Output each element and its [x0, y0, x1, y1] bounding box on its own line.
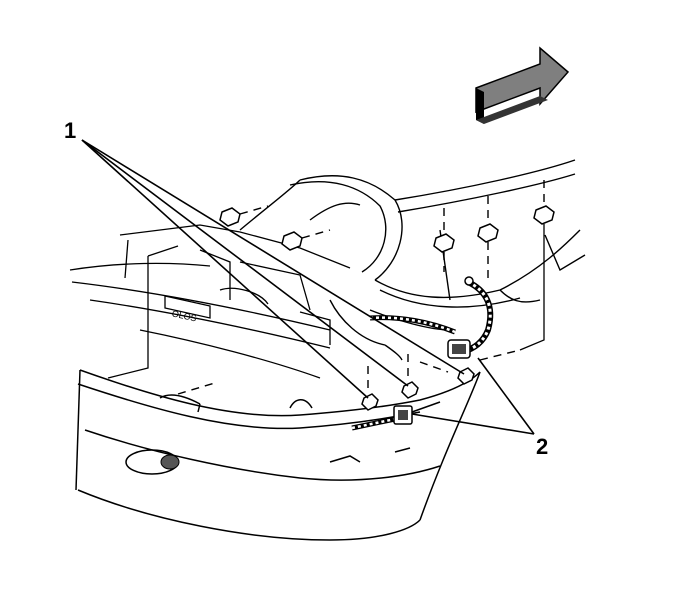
- bumper-fascia: [75, 369, 481, 541]
- front-arrow-icon: [475, 46, 570, 124]
- grille-area: [69, 224, 351, 379]
- callout-1-leaders: [81, 139, 465, 399]
- callout-label-2: 2: [536, 434, 549, 459]
- side-marker-lamp: [125, 449, 180, 475]
- wiring-harness: [369, 276, 494, 359]
- callout-label-1: 1: [64, 118, 77, 143]
- bumper-connector: [351, 401, 441, 431]
- plate-text: OLOS: [171, 308, 198, 323]
- body-outline: [239, 159, 586, 361]
- nut-icon: [219, 205, 555, 411]
- reference-lines: [107, 224, 545, 379]
- install-lines: [177, 180, 545, 395]
- callout-2-leaders: [411, 357, 535, 435]
